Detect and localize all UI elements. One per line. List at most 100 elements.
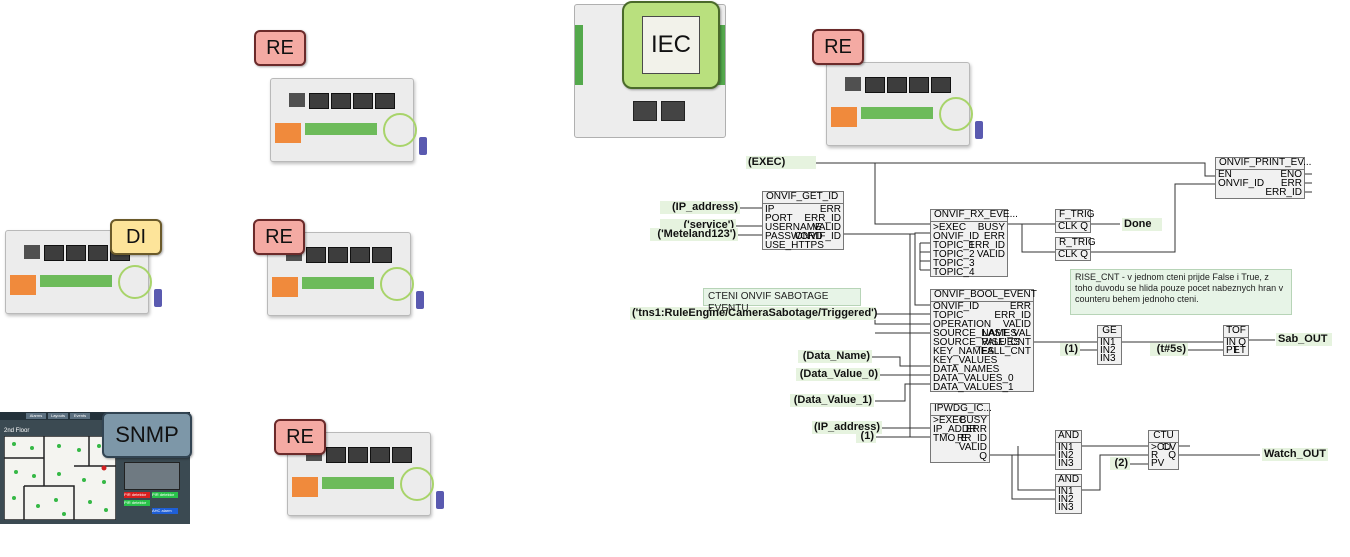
pin-in: ONVIF_ID xyxy=(933,301,980,312)
block-title: CTU xyxy=(1149,431,1178,443)
constant-one-tag[interactable]: (1) xyxy=(856,430,876,443)
alarm-row: AHC alarm xyxy=(152,508,178,514)
pin-in: IN3 xyxy=(1058,458,1074,469)
pin-in: DATA_VALUES_0 xyxy=(933,373,1014,384)
pin-in: SOURCE_NAMES xyxy=(933,328,1017,339)
block-title: TOF xyxy=(1224,326,1248,338)
pin-in: PT xyxy=(1226,345,1239,356)
pin-out: ONVIF_ID xyxy=(794,231,841,242)
pin-in: ONVIF_ID xyxy=(933,231,980,242)
onvif-print-event-block[interactable]: ONVIF_PRINT_EV... EN ONVIF_ID ENO ERR ER… xyxy=(1215,157,1311,199)
watch-out-tag[interactable]: Watch_OUT xyxy=(1262,448,1328,461)
ctu-block[interactable]: CTU >CU R PV CV Q xyxy=(1148,430,1179,470)
pin-out: ERR xyxy=(983,231,1005,242)
pin-in: TOPIC xyxy=(933,310,964,321)
pin-out: ERR xyxy=(1280,178,1302,189)
block-title: R_TRIG xyxy=(1056,238,1096,250)
pin-in: >EXEC xyxy=(933,415,967,426)
pin-out: BUSY xyxy=(959,415,987,426)
exec-tag[interactable]: (EXEC) xyxy=(746,156,816,169)
pin-in: TOPIC_2 xyxy=(933,249,975,260)
pin-in: >EXEC xyxy=(933,222,967,233)
pin-in: IP_ADDR xyxy=(933,424,977,435)
pin-in: KEY_VALUES xyxy=(933,355,998,366)
pin-out: RISE_CNT xyxy=(981,337,1031,348)
pin-out: LAST_VAL xyxy=(982,328,1031,339)
pin-in: DATA_VALUES_1 xyxy=(933,382,1014,393)
pin-in: KEY_NAMES xyxy=(933,346,995,357)
ge-block[interactable]: GE IN1 IN2 IN3 xyxy=(1097,325,1122,365)
floorplan-tab[interactable]: Events xyxy=(70,413,90,419)
pin-in: PV xyxy=(1151,458,1165,469)
done-tag[interactable]: Done xyxy=(1122,218,1162,231)
pin-out: Q xyxy=(1080,221,1088,232)
pin-out: ERR xyxy=(965,424,987,435)
data-value-0-tag[interactable]: (Data_Value_0) xyxy=(796,368,880,381)
data-name-tag[interactable]: (Data_Name) xyxy=(798,350,872,363)
ethernet-switch-device xyxy=(826,62,983,146)
re-badge: RE xyxy=(254,30,306,66)
and-block[interactable]: AND IN1 IN2 IN3 xyxy=(1055,474,1082,514)
re-badge: RE xyxy=(812,29,864,65)
pin-in: IN2 xyxy=(1058,494,1074,505)
camera-preview xyxy=(124,462,180,490)
onvif-bool-event-block[interactable]: ONVIF_BOOL_EVENT ONVIF_ID TOPIC OPERATIO… xyxy=(930,289,1037,393)
pin-out: Q xyxy=(1238,337,1246,348)
tof-block[interactable]: TOF IN PT Q ET xyxy=(1223,325,1249,356)
onvif-get-id-block[interactable]: ONVIF_GET_ID IP PORT USERNAME PASSWORD U… xyxy=(762,191,844,251)
pin-out: BUSY xyxy=(977,222,1005,233)
pin-out: ENO xyxy=(1280,169,1302,180)
ip-address-tag[interactable]: (IP_address) xyxy=(660,201,740,214)
sab-out-tag[interactable]: Sab_OUT xyxy=(1276,333,1332,346)
block-title: AND xyxy=(1056,474,1081,487)
pin-out: ERR_ID xyxy=(968,240,1005,251)
onvif-rx-event-block[interactable]: ONVIF_RX_EVE... >EXEC ONVIF_ID TOPIC_1 T… xyxy=(930,209,1018,278)
pin-in: >CU xyxy=(1151,442,1172,453)
constant-one-tag[interactable]: (1) xyxy=(1060,343,1080,356)
floorplan-map xyxy=(4,436,116,520)
pin-out: FALL_CNT xyxy=(981,346,1031,357)
pin-in: TMO_E xyxy=(933,433,968,444)
pin-in: USE_HTTPS xyxy=(765,240,824,251)
constant-two-tag[interactable]: (2) xyxy=(1110,457,1130,470)
data-value-1-tag[interactable]: (Data_Value_1) xyxy=(790,394,874,407)
alarm-row: PIR detektor xyxy=(124,500,150,506)
pin-in: IN2 xyxy=(1100,345,1116,356)
iec-badge: IEC xyxy=(622,1,720,89)
block-title: ONVIF_GET_ID xyxy=(763,192,843,204)
ipwdg-block[interactable]: IPWDG_IC... >EXEC IP_ADDR TMO_E BUSY ERR… xyxy=(930,403,992,463)
block-title: AND xyxy=(1056,430,1081,443)
password-tag[interactable]: ('Meteland123') xyxy=(650,228,738,241)
pin-in: IN3 xyxy=(1058,502,1074,513)
pin-in: PORT xyxy=(765,213,793,224)
di-badge: DI xyxy=(110,219,162,255)
alarm-row: PIR detektor xyxy=(152,492,178,498)
block-title: ONVIF_BOOL_EVENT xyxy=(931,290,1037,302)
pin-in: TOPIC_3 xyxy=(933,258,975,269)
r-trig-block[interactable]: R_TRIG CLK Q xyxy=(1055,237,1096,261)
pin-in: ONVIF_ID xyxy=(1218,178,1265,189)
floorplan-tab[interactable]: Alarms xyxy=(26,413,46,419)
f-trig-block[interactable]: F_TRIG CLK Q xyxy=(1055,209,1095,233)
time-5s-tag[interactable]: (t#5s) xyxy=(1150,343,1188,356)
pin-out: VALID xyxy=(958,442,987,453)
and-block[interactable]: AND IN1 IN2 IN3 xyxy=(1055,430,1082,470)
block-title: ONVIF_RX_EVE... xyxy=(931,210,1018,222)
pin-in: TOPIC_1 xyxy=(933,240,975,251)
pin-in: IN1 xyxy=(1058,442,1074,453)
pin-out: CV xyxy=(1162,442,1176,453)
pin-out: RR_ID xyxy=(956,433,987,444)
pin-out: VALID xyxy=(1002,319,1031,330)
pin-in: IN3 xyxy=(1100,353,1116,364)
pin-in: EN xyxy=(1218,169,1232,180)
snmp-badge: SNMP xyxy=(102,412,192,458)
pin-out: Q xyxy=(1168,450,1176,461)
pin-out: Q xyxy=(979,451,987,462)
block-title: GE xyxy=(1098,326,1121,338)
pin-out: VALID xyxy=(812,222,841,233)
floorplan-tab[interactable]: Layouts xyxy=(48,413,68,419)
pin-in: IN xyxy=(1226,337,1236,348)
topic-tag[interactable]: ('tns1:RuleEngine/CameraSabotage/Trigger… xyxy=(630,307,878,320)
pin-in: TOPIC_4 xyxy=(933,267,975,278)
